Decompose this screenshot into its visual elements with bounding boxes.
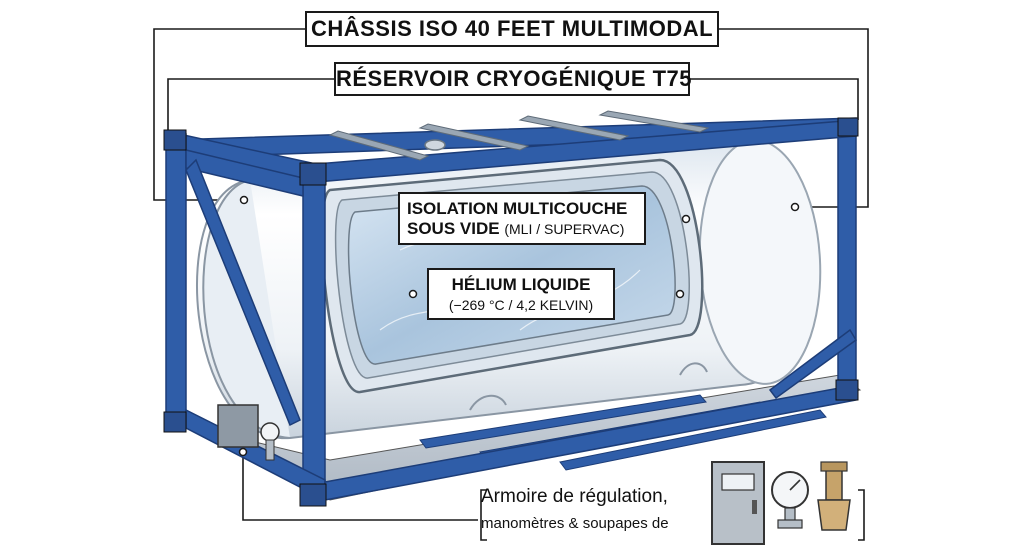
armoire-line1: Armoire de régulation, bbox=[481, 486, 668, 507]
armoire-line2: manomètres & soupapes de bbox=[481, 515, 669, 532]
leader-armoire bbox=[242, 452, 478, 521]
isolation-sub: (MLI / SUPERVAC) bbox=[504, 221, 625, 237]
label-isolation: ISOLATION MULTICOUCHE SOUS VIDE (MLI / S… bbox=[398, 192, 646, 245]
helium-sub: (−269 °C / 4,2 KELVIN) bbox=[448, 297, 594, 313]
leader-chassis-right bbox=[719, 28, 869, 208]
leader-dots bbox=[238, 195, 800, 457]
label-armoire: Armoire de régulation, manomètres & soup… bbox=[481, 484, 711, 544]
isolation-line1: ISOLATION MULTICOUCHE bbox=[407, 199, 628, 218]
label-helium: HÉLIUM LIQUIDE (−269 °C / 4,2 KELVIN) bbox=[427, 268, 615, 320]
tank-control-panel bbox=[217, 404, 280, 461]
cabinet-icon bbox=[711, 461, 765, 545]
safety-valve-icon bbox=[817, 461, 851, 531]
leader-reservoir-right bbox=[690, 78, 859, 120]
label-reservoir: RÉSERVOIR CRYOGÉNIQUE T75 bbox=[334, 62, 692, 96]
top-rails bbox=[328, 110, 710, 161]
armoire-bracket bbox=[480, 489, 865, 541]
corner-castings bbox=[163, 117, 859, 507]
pressure-gauge-icon bbox=[771, 471, 809, 529]
helium-line1: HÉLIUM LIQUIDE bbox=[451, 275, 591, 294]
isolation-line2: SOUS VIDE bbox=[407, 219, 500, 238]
leader-reservoir-left bbox=[167, 78, 334, 135]
label-chassis: CHÂSSIS ISO 40 FEET MULTIMODAL bbox=[305, 11, 719, 47]
